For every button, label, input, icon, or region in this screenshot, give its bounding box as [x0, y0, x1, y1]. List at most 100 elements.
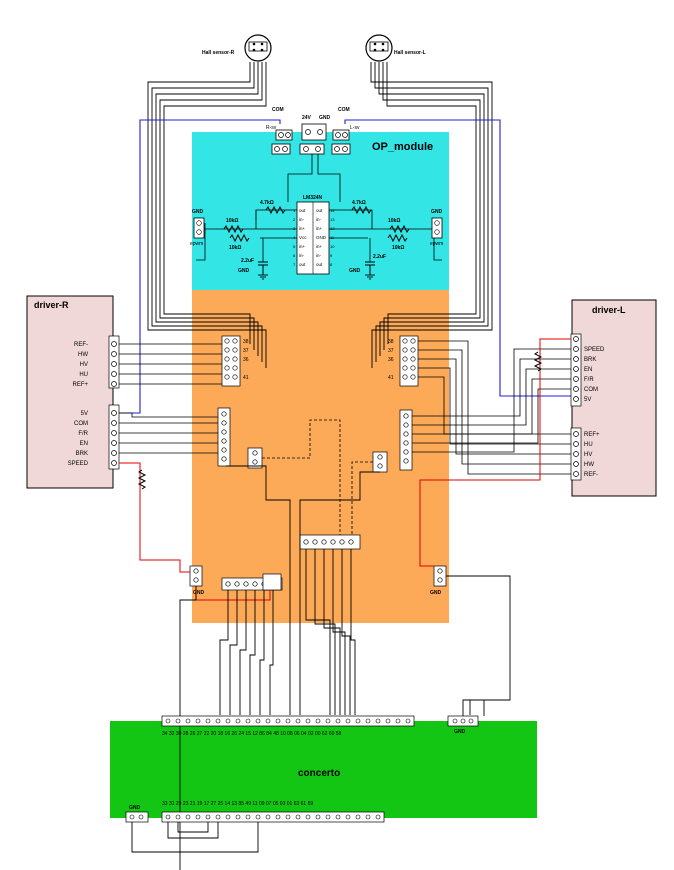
hall-r-pin-labels: 38 37 36 41	[243, 339, 249, 381]
c2-label: 2.2uF	[373, 254, 386, 260]
driver-r-com: COM	[74, 421, 88, 427]
op-resistors	[223, 205, 410, 243]
pin-label-r3: in+	[316, 226, 323, 231]
r-10k-4-label: 10kΩ	[392, 245, 404, 251]
hall-r-label-41: 41	[243, 375, 249, 381]
lm324n-chip	[296, 201, 330, 275]
driver-l-pin-labels: SPEED BRK EN F/R COM 5V REF+ HU HV HW RE…	[584, 347, 605, 478]
c1-label: 2.2uF	[241, 258, 254, 264]
driver-l-5v: 5V	[584, 397, 591, 403]
hall-r-wires	[147, 62, 267, 368]
gnd-c2-label: GND	[349, 268, 361, 274]
epwm-left-label: epwm	[190, 241, 203, 247]
driver-l-hall-wires	[418, 340, 571, 475]
hall-r-label-36: 36	[243, 357, 249, 363]
driver-l-brk: BRK	[584, 357, 596, 363]
hall-r-label-37: 37	[243, 348, 249, 354]
op-module-wires	[196, 154, 442, 262]
driver-r-en: EN	[80, 441, 88, 447]
pin-num-r7: 8	[330, 262, 333, 267]
pin-label-r6: in-	[316, 253, 322, 258]
power-pins	[274, 129, 348, 152]
r-47k-1-label: 4.7kΩ	[260, 200, 274, 206]
chip-pins: out in- in+ Vcc in+ in- out out in- in+ …	[293, 208, 335, 267]
driver-r-brk: BRK	[76, 451, 88, 457]
concerto-bottom-loop	[131, 699, 485, 853]
op-module-title: OP_module	[372, 141, 433, 153]
pin-label-l3: in+	[299, 226, 306, 231]
hall-l-label-41: 41	[388, 375, 394, 381]
epwm-bottom-connector	[221, 573, 283, 591]
hall-l-label-38: 38	[388, 339, 394, 345]
driver-l-en: EN	[584, 367, 592, 373]
driver-r-fr: F/R	[78, 431, 88, 437]
pin-num-l4: 4	[293, 235, 296, 240]
com-left-label: COM	[272, 107, 284, 113]
l-sv-label: L-sv	[350, 125, 360, 131]
r-10k-1-label: 10kΩ	[226, 218, 238, 224]
driver-l-ref-minus: REF-	[584, 472, 598, 478]
pin-num-l2: 2	[293, 217, 296, 222]
hall-r-label-38: 38	[243, 339, 249, 345]
r-47k-2-label: 4.7kΩ	[352, 200, 366, 206]
control-l-connector	[372, 409, 413, 473]
driver-r-hall-wires	[119, 343, 222, 385]
v24-label: 24V	[302, 115, 312, 121]
driver-r-hu: HU	[79, 372, 88, 378]
hall-l-pin-labels: 38 37 36 41	[388, 339, 394, 381]
board-gnd-right-label: GND	[430, 590, 442, 596]
driver-r-pin-labels: REF- HW HV HU REF+ 5V COM F/R EN BRK SPE…	[68, 342, 89, 467]
pin-num-r5: 10	[330, 244, 335, 249]
driver-l-ref-plus: REF+	[584, 432, 600, 438]
hall-sensor-l-label: Hall sensor-L	[394, 50, 426, 56]
pin-num-l6: 6	[293, 253, 296, 258]
driver-l-connectors	[570, 333, 582, 481]
hall-l-connector	[399, 335, 419, 387]
driver-r-ctrl-wires	[119, 412, 218, 454]
driver-resistors	[137, 351, 543, 490]
driver-r-connectors	[108, 335, 120, 470]
control-r-connector	[217, 407, 263, 469]
pin-label-l6: in-	[299, 253, 305, 258]
driver-l-hw: HW	[584, 462, 594, 468]
driver-l-com: COM	[584, 387, 598, 393]
hall-sensor-r	[244, 34, 272, 62]
hall-sensor-l	[365, 34, 393, 62]
op-gnd-right-label: GND	[431, 209, 443, 215]
pin-label-l4: Vcc	[299, 235, 307, 240]
pin-label-l7: out	[299, 262, 306, 267]
op-side-connectors	[193, 217, 443, 239]
hall-l-wires	[370, 62, 493, 368]
pin-num-r3: 12	[330, 226, 335, 231]
pin-label-l5: in+	[299, 244, 306, 249]
driver-r-ref-minus: REF-	[74, 342, 88, 348]
driver-l-speed: SPEED	[584, 347, 605, 353]
driver-r-speed: SPEED	[68, 461, 89, 467]
gnd-c1-label: GND	[238, 268, 250, 274]
concerto-title: concerto	[298, 768, 340, 779]
concerto-top-pins	[165, 718, 474, 724]
r-10k-2-label: 10kΩ	[229, 245, 241, 251]
gnd-power-label: GND	[319, 115, 331, 121]
com-right-label: COM	[338, 107, 350, 113]
driver-l-box	[571, 299, 657, 497]
driver-l-hu: HU	[584, 442, 593, 448]
pin-num-l3: 3	[293, 226, 296, 231]
driver-l-fr: F/R	[584, 377, 594, 383]
concerto-gnd-top-label: GND	[454, 729, 466, 735]
pin-label-l2: in-	[299, 217, 305, 222]
driver-l-hv: HV	[584, 452, 592, 458]
hall-l-label-36: 36	[388, 357, 394, 363]
hall-r-connector	[221, 335, 241, 387]
driver-r-hw: HW	[78, 352, 88, 358]
pin-num-r1: 14	[330, 208, 335, 213]
concerto-bottom-header	[125, 811, 385, 823]
concerto-bottom-pin-numbers: 33 31 29 23 21 19 17 27 25 14 13 85 49 1…	[162, 801, 313, 807]
dashed-internal-lines	[262, 419, 373, 535]
pin-num-r4: 11	[330, 235, 335, 240]
pin-num-l5: 5	[293, 244, 296, 249]
pin-num-l7: 7	[293, 262, 296, 267]
ground-symbols-op	[258, 274, 375, 280]
driver-l-ctrl-wires	[412, 348, 571, 453]
